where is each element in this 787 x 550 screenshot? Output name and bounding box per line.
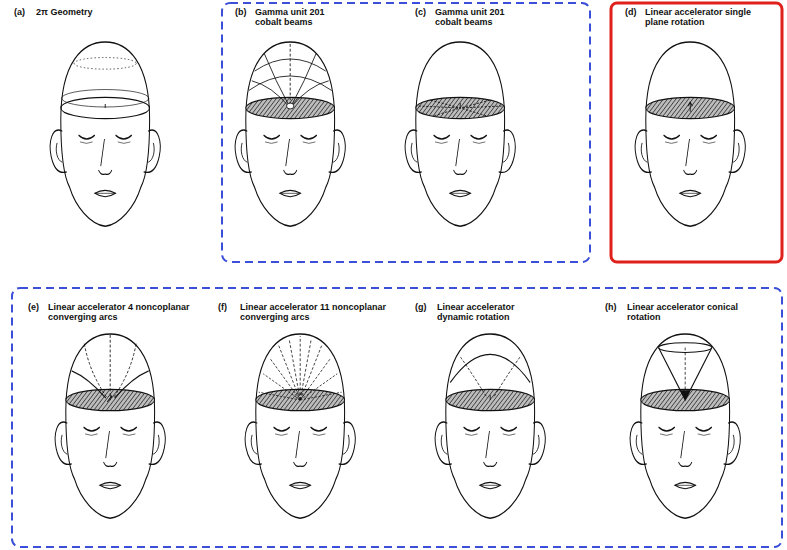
head-2pi	[50, 42, 160, 226]
dashed-group-frame	[222, 3, 590, 262]
head-dynamic-rotation	[435, 334, 545, 518]
head-conical-rotation	[630, 334, 740, 518]
caption-text: Linear accelerator 4 noncoplanar converg…	[48, 302, 198, 322]
highlight-frame	[611, 3, 782, 262]
head-gamma-unit	[405, 42, 515, 226]
caption-text: Gamma unit 201 cobalt beams	[255, 7, 345, 27]
head-four-arcs	[55, 334, 165, 518]
caption-text: Linear accelerator 11 noncoplanar conver…	[240, 302, 390, 322]
caption-letter: (h)	[605, 302, 625, 312]
caption-text: Gamma unit 201 cobalt beams	[435, 7, 525, 27]
caption-letter: (b)	[235, 7, 255, 17]
caption-letter: (e)	[28, 302, 48, 312]
caption-letter: (g)	[415, 302, 435, 312]
caption-letter: (c)	[415, 7, 435, 17]
caption-text: Linear accelerator conical rotation	[627, 302, 739, 322]
caption-text: 2π Geometry	[36, 7, 166, 17]
caption-letter: (f)	[218, 302, 238, 312]
head-single-plane	[635, 42, 745, 226]
head-eleven-arcs	[245, 334, 355, 518]
caption-text: Linear accelerator single plane rotation	[645, 7, 757, 27]
caption-text: Linear accelerator dynamic rotation	[437, 302, 549, 322]
caption-letter: (a)	[14, 7, 34, 17]
dashed-group-frame	[12, 288, 782, 547]
caption-letter: (d)	[625, 7, 645, 17]
head-gamma-unit	[235, 42, 345, 226]
